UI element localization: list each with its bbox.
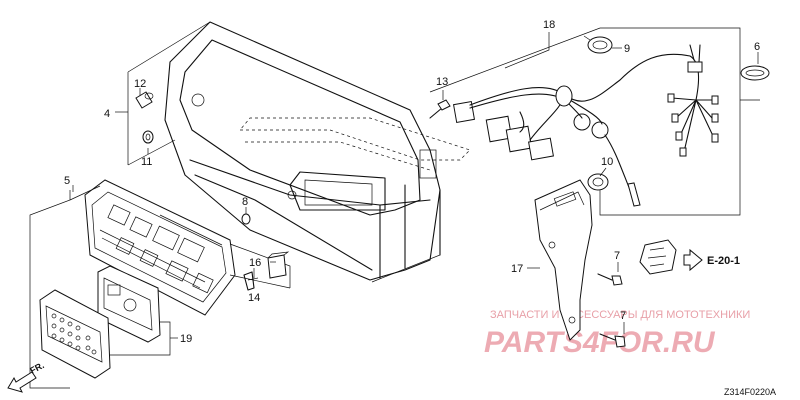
callout-13: 13 — [436, 76, 448, 88]
callout-4: 4 — [104, 108, 110, 120]
callout-6: 6 — [754, 41, 760, 53]
part-13-bolt — [429, 90, 451, 119]
callout-labels: 4 5 6 7 7 8 9 10 11 12 13 14 16 17 18 19… — [28, 19, 776, 397]
part-7-bolt-lower — [599, 333, 626, 348]
watermark: PARTS4FOR.RU ЗАПЧАСТИ И АКСЕССУАРЫ ДЛЯ М… — [484, 309, 750, 359]
callout-11: 11 — [141, 156, 152, 168]
part-10-clamp — [587, 173, 609, 191]
part-16-clip — [267, 251, 290, 279]
part-17-bracket — [534, 179, 593, 341]
watermark-subtitle: ЗАПЧАСТИ И АКСЕССУАРЫ ДЛЯ МОТОТЕХНИКИ — [490, 309, 750, 321]
watermark-brand: PARTS4FOR.RU — [484, 326, 716, 359]
leader-lines — [72, 32, 759, 334]
group-outline-5 — [29, 185, 291, 389]
part-4-panel-frame — [164, 21, 471, 281]
part-5-control-unit — [84, 179, 236, 316]
callout-19: 19 — [180, 333, 192, 345]
front-direction-label: FR. — [28, 360, 45, 376]
part-18-wire-harness — [452, 44, 719, 207]
callout-8: 8 — [242, 196, 248, 208]
diagram-code: Z314F0220A — [724, 387, 776, 397]
reference-connector — [639, 239, 703, 275]
callout-16: 16 — [249, 257, 261, 269]
callout-5: 5 — [64, 175, 70, 187]
callout-7-lower: 7 — [620, 310, 626, 322]
callout-10: 10 — [601, 156, 613, 168]
front-direction-arrow — [7, 371, 37, 393]
reference-label: E-20-1 — [707, 255, 740, 267]
group-outline-4 — [127, 21, 441, 283]
part-11-nut — [142, 130, 154, 144]
part-8-grommet — [241, 213, 251, 225]
part-14-bracket — [243, 271, 259, 291]
part-7-bolt-upper — [597, 273, 623, 286]
callout-14: 14 — [248, 292, 260, 304]
part-9-clamp — [583, 35, 613, 54]
callout-18: 18 — [543, 19, 555, 31]
part-19-display-boards — [39, 265, 161, 379]
group-outline-19 — [110, 321, 178, 356]
part-6-band-clip — [740, 65, 770, 81]
callout-17: 17 — [511, 263, 523, 275]
group-outline-18 — [429, 27, 760, 216]
part-12-grommet — [135, 91, 154, 109]
callout-9: 9 — [624, 43, 630, 55]
callout-12: 12 — [134, 78, 146, 90]
callout-7-upper: 7 — [614, 250, 620, 262]
